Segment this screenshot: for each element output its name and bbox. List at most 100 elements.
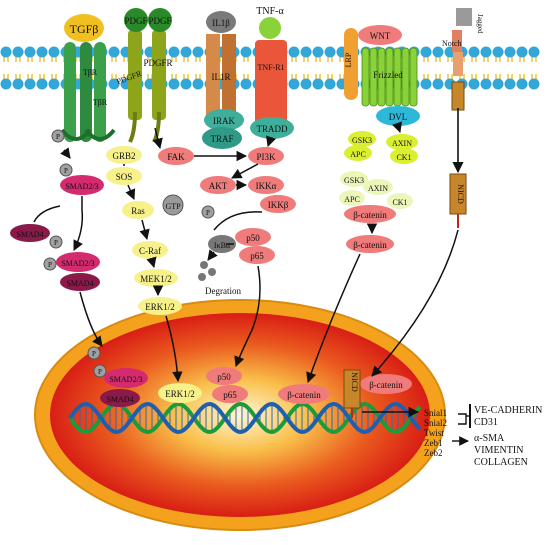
svg-text:P: P bbox=[54, 239, 58, 247]
degration-label: Degration bbox=[205, 286, 241, 296]
dna-strand bbox=[68, 401, 422, 435]
frizzled-helix bbox=[385, 47, 394, 107]
lipid-head bbox=[420, 46, 432, 58]
frizzled-helix bbox=[377, 47, 386, 107]
lipid-head bbox=[240, 46, 252, 58]
traf-label: TRAF bbox=[210, 134, 233, 144]
lipid-head bbox=[108, 78, 120, 90]
pi3k-label: PI3K bbox=[256, 152, 276, 162]
lipid-head bbox=[192, 46, 204, 58]
ikka-label: IKKα bbox=[256, 181, 277, 191]
phospho-p-3: P bbox=[49, 235, 63, 249]
gene-snail1: Snial1 bbox=[424, 408, 447, 418]
tgfb-receptor: TβR TβR bbox=[60, 42, 116, 142]
phospho-p-6: P bbox=[93, 364, 107, 378]
gtp-label: GTP bbox=[165, 202, 181, 211]
lipid-head bbox=[312, 46, 324, 58]
grb2-label: GRB2 bbox=[112, 151, 135, 161]
lipid-head bbox=[312, 78, 324, 90]
lipid-head bbox=[24, 78, 36, 90]
svg-text:P: P bbox=[56, 133, 60, 141]
pdgf-label-1: PDGF bbox=[124, 16, 147, 26]
p50-label-1: p50 bbox=[246, 233, 260, 243]
smad23-label-2: SMAD2/3 bbox=[61, 259, 94, 268]
pi3k-nfkb-pathway: FAK PI3K AKT IKKα IKKβ P IκBα p50 p65 De… bbox=[158, 147, 296, 403]
target-vimentin: VIMENTIN bbox=[474, 445, 523, 456]
phospho-p-4: P bbox=[43, 257, 57, 271]
lipid-head bbox=[108, 46, 120, 58]
jagged-label: Jagged bbox=[476, 14, 484, 34]
frizzled-helix bbox=[393, 47, 402, 107]
mek-label: MEK1/2 bbox=[140, 274, 172, 284]
degradation-dots bbox=[198, 261, 216, 281]
lipid-head bbox=[504, 46, 516, 58]
erk-label-2: ERK1/2 bbox=[165, 389, 195, 399]
smad4-label-1: SMAD4 bbox=[16, 230, 43, 239]
tgfbr-label-1: TβR bbox=[83, 68, 98, 77]
ikba-label: IκBα bbox=[214, 241, 231, 250]
svg-text:P: P bbox=[92, 350, 96, 358]
frizzled-helix bbox=[409, 47, 418, 107]
lipid-head bbox=[468, 46, 480, 58]
ck1-label-2: CK1 bbox=[392, 198, 407, 207]
lipid-head bbox=[12, 78, 24, 90]
lipid-head bbox=[180, 46, 192, 58]
lipid-head bbox=[36, 78, 48, 90]
lipid-head bbox=[528, 46, 540, 58]
frizzled-helix bbox=[369, 47, 378, 107]
lipid-head bbox=[168, 46, 180, 58]
gsk3-label-1: GSK3 bbox=[352, 136, 372, 145]
svg-text:P: P bbox=[48, 261, 52, 269]
lipid-head bbox=[12, 46, 24, 58]
wnt-catenin-pathway: GSK3 AXIN APC CK1 GSK3 AXIN APC CK1 β-ca… bbox=[278, 131, 418, 404]
lipid-head bbox=[288, 78, 300, 90]
wnt-receptor: WNT LRP Frizzled DVL bbox=[344, 25, 420, 126]
lipid-head bbox=[432, 46, 444, 58]
lipid-head bbox=[300, 78, 312, 90]
svg-text:P: P bbox=[64, 167, 68, 175]
p50-label-2: p50 bbox=[217, 372, 231, 382]
axin-label-2: AXIN bbox=[368, 184, 388, 193]
frizzled-bundle bbox=[361, 47, 418, 107]
sos-label: SOS bbox=[116, 172, 133, 182]
tgfb-ligand: TGFβ bbox=[64, 14, 104, 42]
lipid-head bbox=[288, 46, 300, 58]
lipid-head bbox=[516, 78, 528, 90]
lipid-head bbox=[480, 46, 492, 58]
lipid-head bbox=[36, 46, 48, 58]
lipid-head bbox=[168, 78, 180, 90]
lipid-head bbox=[324, 46, 336, 58]
frizzled-helix bbox=[361, 47, 370, 107]
erk-label-1: ERK1/2 bbox=[145, 302, 175, 312]
gsk3-label-2: GSK3 bbox=[344, 176, 364, 185]
tnfr1-label: TNF-R1 bbox=[257, 63, 284, 72]
nicd-label-1: NICD bbox=[456, 184, 465, 204]
ikkb-label: IKKβ bbox=[268, 200, 289, 210]
target-collagen: COLLAGEN bbox=[474, 457, 528, 468]
pdgf-label-2: PDGF bbox=[148, 16, 171, 26]
lipid-head bbox=[528, 78, 540, 90]
lipid-head bbox=[516, 46, 528, 58]
apc-label-1: APC bbox=[350, 150, 366, 159]
il1-receptor: IL1R IL1β bbox=[206, 11, 236, 124]
svg-text:P: P bbox=[206, 209, 210, 217]
axin-label-1: AXIN bbox=[392, 139, 412, 148]
nicd-label-2: NICD bbox=[350, 372, 359, 392]
lipid-head bbox=[300, 46, 312, 58]
pdgfr-label-2: PDGFR bbox=[143, 58, 172, 68]
p65-label-1: p65 bbox=[250, 251, 264, 261]
lipid-head bbox=[492, 78, 504, 90]
dvl-label: DVL bbox=[389, 112, 408, 122]
craf-label: C-Raf bbox=[139, 246, 161, 256]
lipid-head bbox=[48, 78, 60, 90]
ck1-label-1: CK1 bbox=[396, 153, 411, 162]
tnf-receptor: TNF-α TNF-R1 TRADD bbox=[250, 6, 294, 139]
svg-text:P: P bbox=[98, 368, 102, 376]
target-cd31: CD31 bbox=[474, 417, 498, 428]
phospho-p-7: P bbox=[201, 205, 215, 219]
lipid-head bbox=[468, 78, 480, 90]
tgfb-label: TGFβ bbox=[70, 22, 99, 36]
frizzled-helix bbox=[401, 47, 410, 107]
